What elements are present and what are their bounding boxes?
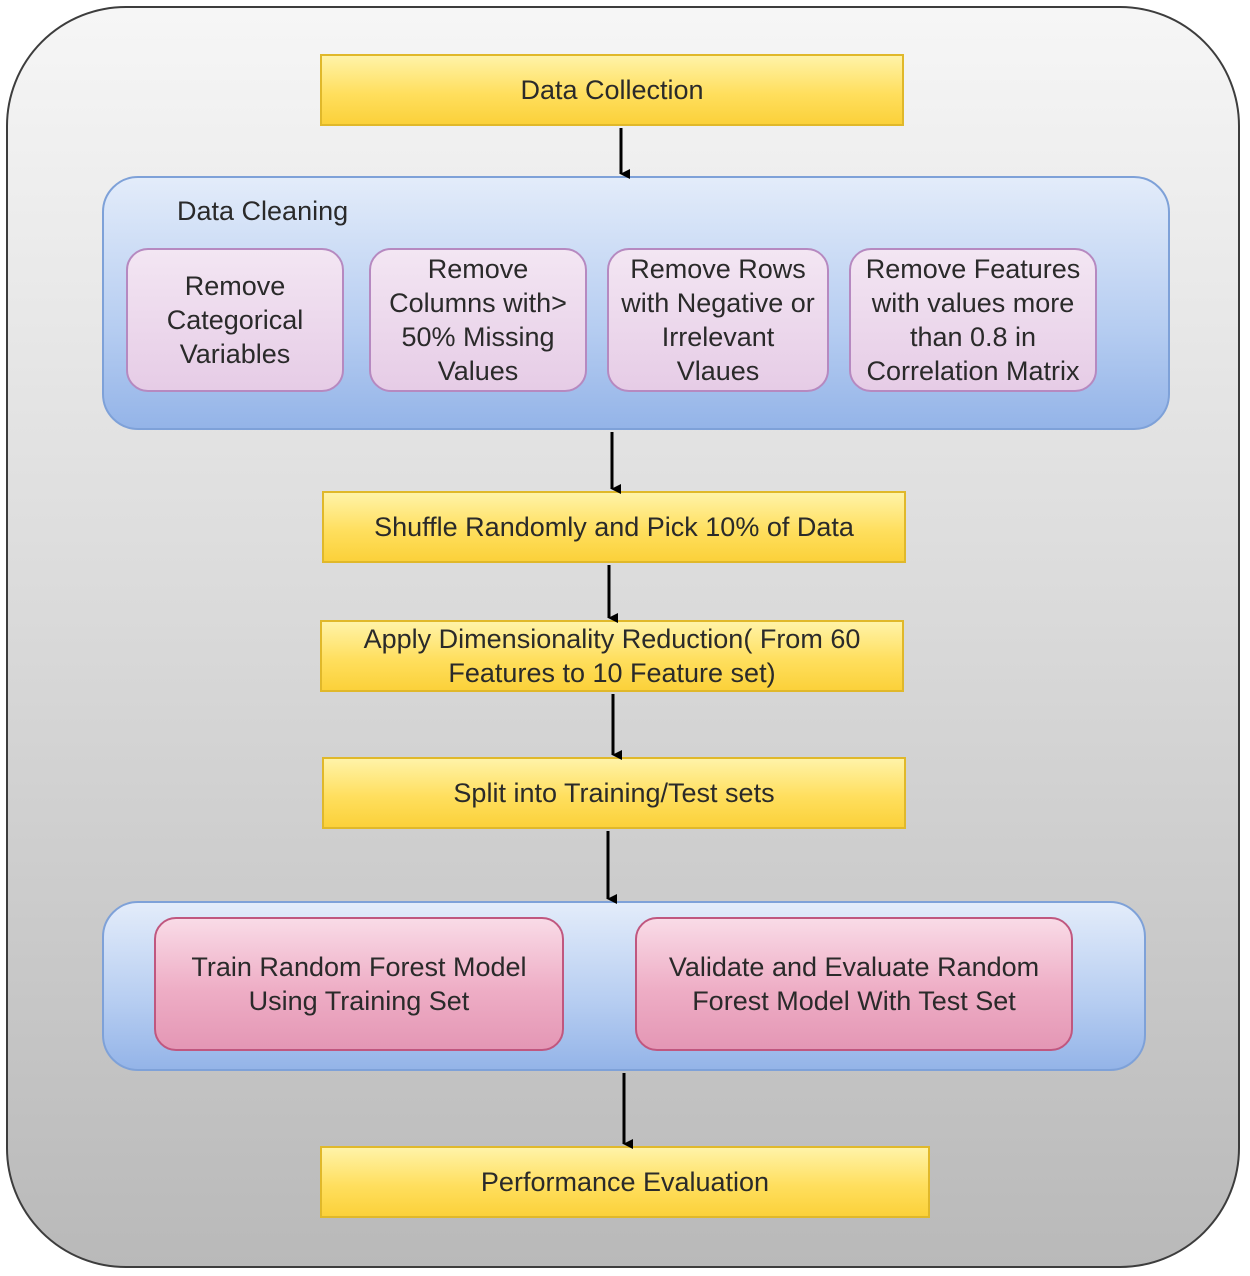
cleaning-step-remove-missing-columns: Remove Columns with> 50% Missing Values — [369, 248, 587, 392]
cleaning-step-2-line-2: Columns with> — [389, 288, 567, 318]
cleaning-step-remove-rows: Remove Rows with Negative or Irrelevant … — [607, 248, 829, 392]
cleaning-step-1-line-1: Remove — [184, 271, 286, 301]
cleaning-step-2-line-4: Values — [437, 356, 519, 386]
performance-label: Performance Evaluation — [480, 1167, 770, 1197]
cleaning-step-remove-categorical: Remove Categorical Variables — [126, 248, 344, 392]
cleaning-step-remove-correlated-features: Remove Features with values more than 0.… — [849, 248, 1097, 392]
performance-evaluation-step: Performance Evaluation — [320, 1146, 930, 1218]
split-step: Split into Training/Test sets — [322, 757, 906, 829]
data-collection-label: Data Collection — [520, 75, 704, 105]
split-label: Split into Training/Test sets — [453, 778, 775, 808]
dim-reduction-line-2: Features to 10 Feature set) — [448, 658, 776, 688]
cleaning-step-3-line-4: Vlaues — [676, 356, 760, 386]
cleaning-step-4-line-4: Correlation Matrix — [866, 356, 1080, 386]
train-model-line-1: Train Random Forest Model — [191, 952, 527, 982]
validate-model-step: Validate and Evaluate Random Forest Mode… — [635, 917, 1073, 1051]
cleaning-step-1-line-2: Categorical — [166, 305, 304, 335]
cleaning-step-3-line-1: Remove Rows — [630, 254, 806, 284]
shuffle-step: Shuffle Randomly and Pick 10% of Data — [322, 491, 906, 563]
train-model-step: Train Random Forest Model Using Training… — [154, 917, 564, 1051]
cleaning-step-1-line-3: Variables — [179, 339, 291, 369]
dim-reduction-line-1: Apply Dimensionality Reduction( From 60 — [363, 624, 861, 654]
cleaning-step-4-line-2: with values more — [871, 288, 1075, 318]
data-collection-step: Data Collection — [320, 54, 904, 126]
cleaning-step-3-line-3: Irrelevant — [661, 322, 775, 352]
cleaning-step-2-line-1: Remove — [427, 254, 529, 284]
cleaning-step-4-line-3: than 0.8 in — [909, 322, 1037, 352]
data-cleaning-title: Data Cleaning — [177, 196, 349, 226]
cleaning-step-4-line-1: Remove Features — [865, 254, 1081, 284]
shuffle-label: Shuffle Randomly and Pick 10% of Data — [374, 512, 854, 542]
validate-model-line-2: Forest Model With Test Set — [692, 986, 1016, 1016]
validate-model-line-1: Validate and Evaluate Random — [668, 952, 1040, 982]
train-model-line-2: Using Training Set — [248, 986, 470, 1016]
cleaning-step-2-line-3: 50% Missing — [401, 322, 555, 352]
cleaning-step-3-line-2: with Negative or — [621, 288, 815, 318]
